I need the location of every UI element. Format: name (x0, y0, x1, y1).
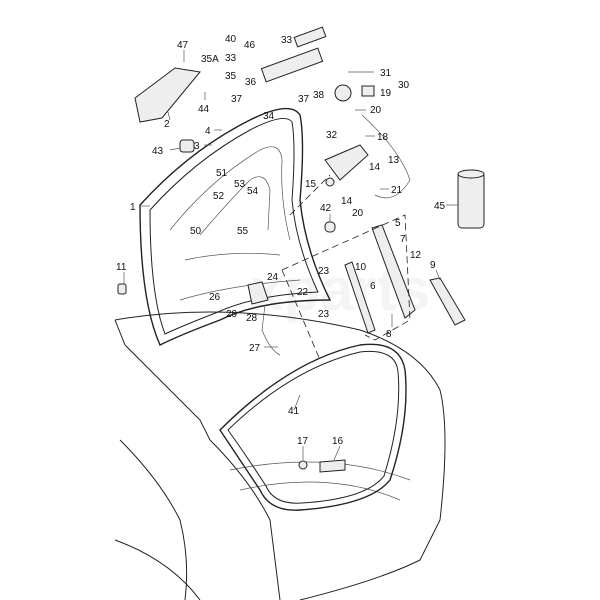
callout-54: 54 (247, 186, 259, 197)
callout-50: 50 (190, 226, 202, 237)
callout-8: 8 (386, 329, 392, 340)
callout-14: 14 (369, 162, 381, 173)
callout-40: 40 (225, 34, 237, 45)
callout-26: 26 (209, 292, 221, 303)
callout-55: 55 (237, 226, 249, 237)
parts (117, 26, 466, 473)
callout-35A: 35A (201, 54, 219, 65)
callout-10: 10 (355, 262, 367, 273)
callout-33b: 33 (281, 35, 293, 46)
callout-7: 7 (400, 234, 406, 245)
callout-43: 43 (152, 146, 164, 157)
callout-21: 21 (391, 185, 403, 196)
callout-4: 4 (205, 126, 211, 137)
callout-1: 1 (130, 202, 136, 213)
callout-19: 19 (380, 88, 392, 99)
callout-12: 12 (410, 250, 422, 261)
callout-52: 52 (213, 191, 225, 202)
callout-35: 35 (225, 71, 237, 82)
callouts: 47 35A 40 46 33 33 35 36 37 34 37 38 31 … (116, 34, 446, 447)
leader-lines (123, 50, 458, 461)
callout-32: 32 (326, 130, 338, 141)
callout-14b: 14 (341, 196, 353, 207)
callout-3: 3 (194, 141, 200, 152)
callout-36: 36 (245, 77, 257, 88)
callout-51: 51 (216, 168, 228, 179)
callout-34: 34 (263, 111, 275, 122)
callout-44: 44 (198, 104, 210, 115)
callout-23b: 23 (318, 309, 330, 320)
callout-2: 2 (164, 119, 170, 130)
callout-22: 22 (297, 287, 309, 298)
car-body (114, 311, 446, 600)
callout-27: 27 (249, 343, 261, 354)
callout-15: 15 (305, 179, 317, 190)
callout-20: 20 (370, 105, 382, 116)
callout-18: 18 (377, 132, 389, 143)
callout-31: 31 (380, 68, 392, 79)
callout-30: 30 (398, 80, 410, 91)
callout-46: 46 (244, 40, 256, 51)
callout-53: 53 (234, 179, 246, 190)
callout-9: 9 (430, 260, 436, 271)
callout-23: 23 (318, 266, 330, 277)
callout-38: 38 (313, 90, 325, 101)
trunk-lid (139, 107, 332, 346)
callout-28: 28 (246, 313, 258, 324)
callout-45: 45 (434, 201, 446, 212)
callout-47: 47 (177, 40, 189, 51)
assembly-boundary (281, 214, 411, 361)
callout-41: 41 (288, 406, 300, 417)
callout-29: 29 (226, 309, 238, 320)
callout-16: 16 (332, 436, 344, 447)
callout-11: 11 (116, 262, 127, 273)
spray-can-icon (457, 169, 485, 229)
callout-24: 24 (267, 272, 279, 283)
callout-13: 13 (388, 155, 400, 166)
callout-37b: 37 (298, 94, 310, 105)
callout-17: 17 (297, 436, 309, 447)
callout-20b: 20 (352, 208, 364, 219)
callout-37: 37 (231, 94, 243, 105)
callout-6: 6 (370, 281, 376, 292)
callout-5: 5 (395, 218, 401, 229)
callout-33: 33 (225, 53, 237, 64)
assembly-boundary-2 (289, 174, 331, 216)
trunk-seal (219, 343, 407, 511)
callout-42: 42 (320, 203, 332, 214)
